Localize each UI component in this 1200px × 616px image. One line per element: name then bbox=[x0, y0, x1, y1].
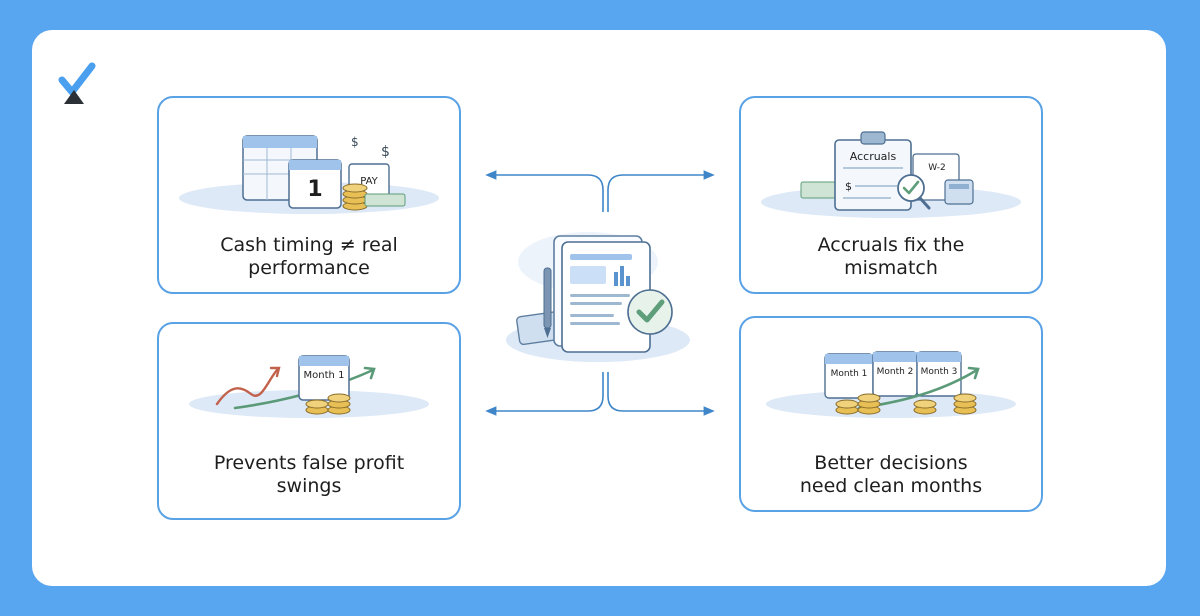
card-better-decisions: Month 1 Month 2 Month 3 Better deci bbox=[739, 316, 1043, 512]
pen-icon bbox=[543, 267, 552, 338]
clean-months-illustration: Month 1 Month 2 Month 3 bbox=[766, 351, 1016, 418]
checkmark-badge-icon bbox=[627, 289, 673, 335]
coin-stack-icon bbox=[342, 183, 368, 211]
connector-bottom-left bbox=[485, 372, 604, 416]
trend-arrow-icon bbox=[215, 368, 279, 406]
calendar-icon: Month 1 bbox=[824, 353, 874, 399]
pay-slip-text: PAY bbox=[360, 176, 378, 187]
w2-form-text: W-2 bbox=[928, 163, 946, 173]
report-document-icon bbox=[553, 235, 651, 353]
calendar-icon: Month 2 bbox=[872, 351, 918, 397]
magnifier-check-icon bbox=[897, 174, 931, 210]
card-label: Better decisions need clean months bbox=[799, 452, 983, 497]
coin-stack-icon bbox=[305, 393, 351, 415]
calendar-month-text: Month 1 bbox=[304, 370, 345, 381]
calendar-month-text: Month 3 bbox=[921, 367, 958, 377]
profit-swings-illustration: Month 1 bbox=[189, 355, 429, 418]
report-document-illustration bbox=[506, 232, 690, 362]
calendar-icon: 1 bbox=[288, 159, 342, 209]
accruals-illustration: Accruals $ W-2 bbox=[761, 131, 1021, 218]
banknote-icon bbox=[364, 193, 406, 207]
cash-timing-illustration: 1 PAY $ $ bbox=[179, 135, 439, 214]
clipboard-dollar-text: $ bbox=[845, 180, 852, 193]
card-accruals-fix: Accruals $ W-2 Accruals fix the mismatch bbox=[739, 96, 1043, 294]
calendar-month-text: Month 1 bbox=[831, 369, 868, 379]
calendar-month-text: Month 2 bbox=[877, 367, 914, 377]
calculator-icon bbox=[944, 179, 974, 205]
svg-text:$: $ bbox=[351, 135, 359, 149]
svg-text:$: $ bbox=[381, 144, 390, 160]
calendar-day-text: 1 bbox=[307, 177, 322, 202]
card-label: Cash timing ≠ real performance bbox=[220, 234, 398, 279]
card-label: Prevents false profit swings bbox=[213, 452, 405, 497]
calendar-icon: Month 1 bbox=[298, 355, 350, 401]
coin-stack-icon bbox=[835, 393, 977, 415]
card-prevents-swings: Month 1 Prevents false profit swings bbox=[157, 322, 461, 520]
connector-bottom-right bbox=[607, 372, 715, 416]
connector-top-right bbox=[607, 170, 715, 212]
clipboard-icon: Accruals $ bbox=[834, 131, 912, 211]
connector-top-left bbox=[485, 170, 604, 212]
clipboard-title-text: Accruals bbox=[850, 150, 897, 163]
card-label: Accruals fix the mismatch bbox=[817, 234, 965, 279]
brand-logo-icon bbox=[58, 62, 96, 104]
card-cash-timing: 1 PAY $ $ Cash timing ≠ real performance bbox=[157, 96, 461, 294]
